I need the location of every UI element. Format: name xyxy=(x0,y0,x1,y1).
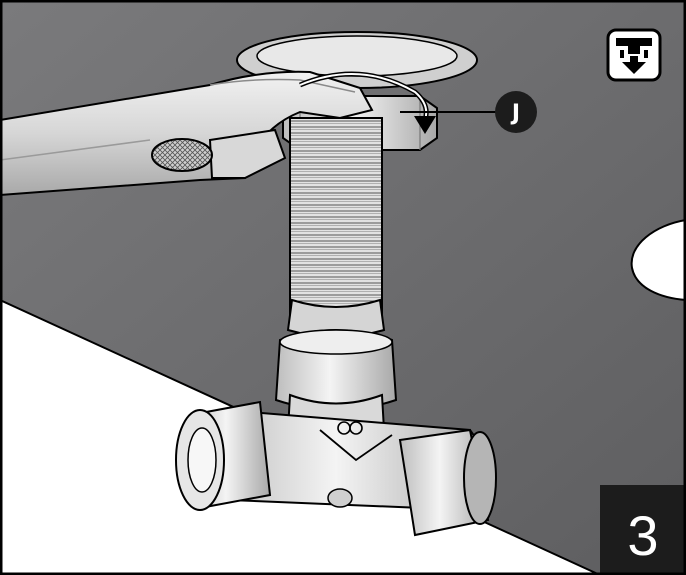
tee-right-rim xyxy=(463,431,497,525)
step-number: 3 xyxy=(627,504,658,567)
counter-hole xyxy=(630,218,686,302)
rotation-arrowhead xyxy=(414,116,436,134)
flange-inner xyxy=(256,35,458,77)
threaded-stem-outline xyxy=(289,118,383,318)
wrench-adjust-screw xyxy=(151,138,213,172)
step-number-box: 3 xyxy=(600,485,686,575)
adjustable-wrench xyxy=(0,70,374,197)
callout-label: J xyxy=(510,101,520,126)
tee-left-bore xyxy=(187,427,217,493)
tee-body-seam xyxy=(319,429,393,462)
rotation-arrow-highlight xyxy=(299,73,428,121)
tee-body-port xyxy=(327,488,353,508)
callout-marker: J xyxy=(495,91,537,133)
under-sink-mount-icon xyxy=(606,28,662,82)
threaded-stem xyxy=(289,117,383,319)
fitting-logo xyxy=(337,421,363,435)
tee-upper-collet-rim xyxy=(279,329,393,355)
